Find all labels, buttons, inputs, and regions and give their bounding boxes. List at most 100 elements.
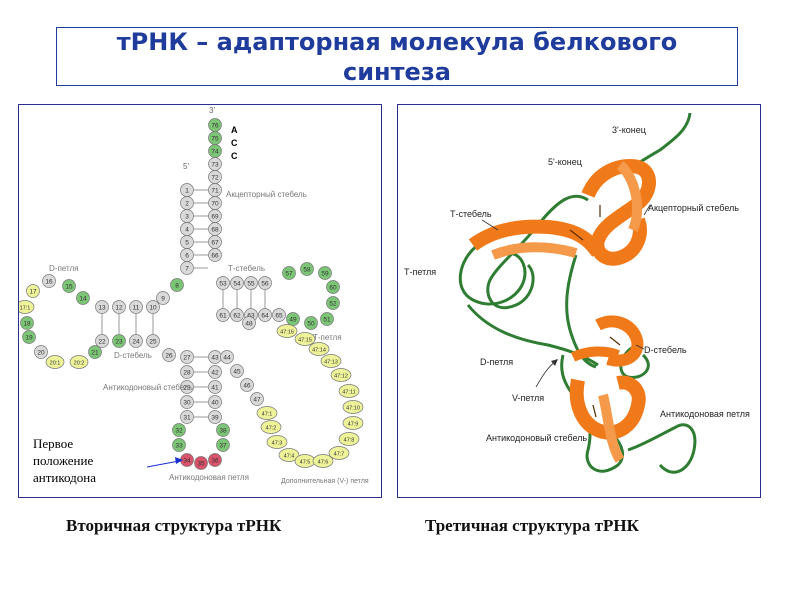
svg-text:47:15: 47:15 bbox=[298, 338, 312, 344]
nt-acceptor-right: 69 bbox=[208, 209, 222, 223]
caption-secondary: Вторичная структура тРНК bbox=[66, 516, 282, 535]
nt-variable: 47:7 bbox=[328, 446, 350, 460]
nt-anticodon-stem-left: 31 bbox=[180, 410, 194, 424]
nt-d-loop: 20 bbox=[34, 345, 48, 359]
svg-text:31: 31 bbox=[183, 415, 191, 422]
caption-tertiary: Третичная структура тРНК bbox=[425, 516, 639, 535]
leader-acceptor bbox=[643, 204, 651, 216]
svg-text:10: 10 bbox=[149, 305, 157, 312]
svg-text:47:6: 47:6 bbox=[318, 460, 329, 466]
nt-cca: 74 bbox=[208, 144, 222, 158]
svg-text:43: 43 bbox=[211, 355, 219, 362]
label-acceptor-stem-text: Акцепторный стебель bbox=[226, 190, 307, 199]
label-d-stem-r: D-стебель bbox=[644, 345, 687, 355]
nt-variable: 47:16 bbox=[276, 324, 298, 338]
label-t-loop-r: Т-петля bbox=[404, 267, 436, 277]
ribbon-t-stem bbox=[468, 219, 604, 258]
nt-anticodon-loop: 33 bbox=[172, 438, 186, 452]
ribbon-d-stem bbox=[595, 315, 644, 367]
svg-text:47:11: 47:11 bbox=[342, 390, 355, 396]
svg-text:65: 65 bbox=[275, 313, 283, 320]
nt-cca: 75 bbox=[208, 131, 222, 145]
svg-text:42: 42 bbox=[211, 370, 219, 377]
nt-d-stem-top: 11 bbox=[129, 300, 143, 314]
svg-text:47:10: 47:10 bbox=[346, 406, 360, 412]
nt-acceptor-left: 7 bbox=[180, 261, 194, 275]
svg-text:39: 39 bbox=[211, 415, 219, 422]
svg-text:44: 44 bbox=[223, 355, 231, 362]
svg-text:3: 3 bbox=[185, 214, 189, 221]
svg-text:71: 71 bbox=[211, 188, 219, 195]
nt-t-stem-bottom: 64 bbox=[258, 308, 272, 322]
nt-anticodon-stem-right: 41 bbox=[208, 380, 222, 394]
first-position-arrow-line bbox=[146, 460, 180, 468]
ribbon-anticodon-2 bbox=[598, 393, 625, 463]
backbone-connector-t bbox=[486, 194, 589, 309]
leader-v-loop bbox=[535, 360, 557, 388]
svg-text:72: 72 bbox=[211, 175, 219, 182]
nt-acceptor-right: 73 bbox=[208, 157, 222, 171]
svg-text:47:4: 47:4 bbox=[284, 454, 295, 460]
svg-text:62: 62 bbox=[233, 313, 241, 320]
nt-t-loop: 60 bbox=[326, 280, 340, 294]
svg-text:4: 4 bbox=[185, 227, 189, 234]
nt-d-stem-top: 10 bbox=[146, 300, 160, 314]
svg-text:66: 66 bbox=[211, 253, 219, 260]
svg-text:70: 70 bbox=[211, 201, 219, 208]
label-t-stem-r: Т-стебель bbox=[450, 209, 492, 219]
svg-text:33: 33 bbox=[175, 443, 183, 450]
label-cca-c2: C bbox=[231, 151, 238, 161]
ribbon-t-stem-2 bbox=[491, 242, 578, 260]
nt-acceptor-right: 72 bbox=[208, 170, 222, 184]
nt-t-loop: 57 bbox=[282, 266, 296, 280]
nt-anticodon-stem-right: 40 bbox=[208, 395, 222, 409]
nt-anticodon-loop: 38 bbox=[216, 423, 230, 437]
svg-text:63: 63 bbox=[247, 313, 255, 320]
nt-variable: 47:14 bbox=[308, 342, 330, 356]
label-3prime-end: 3'-конец bbox=[612, 125, 646, 135]
nt-variable: 47:4 bbox=[278, 448, 300, 462]
svg-text:48: 48 bbox=[245, 321, 253, 328]
svg-text:54: 54 bbox=[233, 281, 241, 288]
svg-text:1: 1 bbox=[185, 188, 189, 195]
nt-acceptor-left: 2 bbox=[180, 196, 194, 210]
first-anticodon-position-box: Первое положение антикодона bbox=[33, 435, 131, 486]
svg-text:26: 26 bbox=[165, 353, 173, 360]
secondary-structure-diagram: 7675747372717069686766123456789101112132… bbox=[15, 106, 369, 485]
svg-text:37: 37 bbox=[219, 443, 227, 450]
nt-t-stem-bottom: 61 bbox=[216, 308, 230, 322]
label-anticodon-loop-r: Антикодоновая петля bbox=[660, 409, 750, 419]
nt-variable: 47 bbox=[250, 392, 264, 406]
svg-text:29: 29 bbox=[183, 385, 191, 392]
svg-text:61: 61 bbox=[219, 313, 227, 320]
nt-d-loop: 15 bbox=[62, 279, 76, 293]
nt-variable: 48 bbox=[242, 316, 256, 330]
svg-text:68: 68 bbox=[211, 227, 219, 234]
nt-variable: 47:10 bbox=[342, 400, 364, 414]
nt-acceptor-right: 66 bbox=[208, 248, 222, 262]
nt-acceptor-right: 68 bbox=[208, 222, 222, 236]
nt-anticodon-stem-left: 29 bbox=[180, 380, 194, 394]
svg-text:6: 6 bbox=[185, 253, 189, 260]
svg-text:40: 40 bbox=[211, 400, 219, 407]
nt-t-loop: 58 bbox=[300, 262, 314, 276]
svg-text:47:13: 47:13 bbox=[324, 360, 338, 366]
nt-anticodon-loop: 36 bbox=[208, 453, 222, 467]
svg-text:53: 53 bbox=[219, 281, 227, 288]
nt-variable: 47:15 bbox=[294, 332, 316, 346]
svg-text:47:16: 47:16 bbox=[280, 330, 294, 336]
nt-variable: 47:8 bbox=[338, 432, 360, 446]
svg-text:2: 2 bbox=[185, 201, 189, 208]
svg-text:23: 23 bbox=[115, 339, 123, 346]
nt-t-stem-bottom: 65 bbox=[272, 308, 286, 322]
svg-text:47:5: 47:5 bbox=[300, 460, 311, 466]
nt-acceptor-right: 67 bbox=[208, 235, 222, 249]
nt-variable: 47:6 bbox=[312, 454, 334, 468]
nt-d-loop: 16 bbox=[42, 274, 56, 288]
svg-text:47:8: 47:8 bbox=[344, 438, 355, 444]
svg-text:59: 59 bbox=[321, 271, 329, 278]
svg-text:41: 41 bbox=[211, 385, 219, 392]
label-variable-loop: Дополнительная (V-) петля bbox=[281, 478, 369, 485]
nt-variable: 47:9 bbox=[342, 416, 364, 430]
svg-text:76: 76 bbox=[211, 123, 219, 130]
